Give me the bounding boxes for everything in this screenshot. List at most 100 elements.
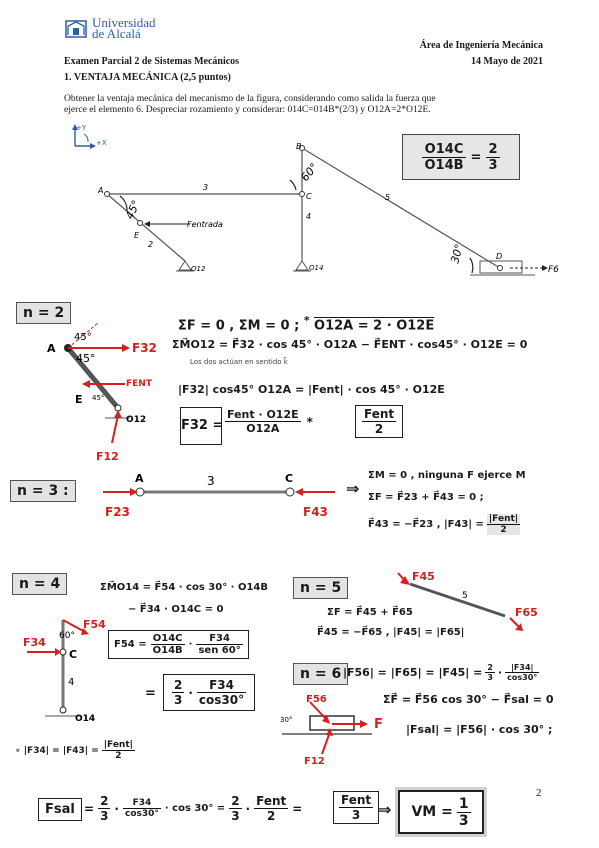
n2-f32-num: Fent · O12E — [225, 408, 301, 422]
n6-free-body-diagram: F56 F12 F 30° — [280, 694, 383, 766]
n6-eq1-c-num: 2 — [485, 663, 495, 673]
final-c2-den: 3 — [231, 809, 240, 823]
label-n2: n = 2 — [16, 302, 72, 324]
n2-f32-arrow-icon — [122, 344, 130, 352]
label-o14: O14 — [309, 264, 323, 272]
label-link-4: 4 — [306, 212, 311, 221]
n6-eq1-f-num: |F34| — [505, 663, 540, 673]
n2-eq1: ΣF = 0 , ΣM = 0 ; * O12A = 2 · O12E — [178, 314, 434, 333]
label-f-entrada: Fentrada — [187, 220, 223, 229]
question-title: 1. VENTAJA MECÁNICA (2,5 puntos) — [64, 72, 231, 83]
label-e: E — [134, 231, 140, 240]
final-f2-num: Fent — [254, 794, 289, 809]
n6-eq3: |Fsal| = |F56| · cos 30° ; — [406, 723, 553, 736]
n2-angle-45b: 45° — [76, 352, 96, 365]
n3-f43-arrow-icon — [295, 488, 303, 496]
mechanism-figure: +Y +X A B C D E O12 O14 2 3 4 5 45° 60° … — [72, 124, 559, 276]
n2-f32-res-den: 2 — [374, 422, 384, 436]
n4-f54-f-num: F34 — [196, 678, 247, 693]
n6-f12-arrow-icon — [326, 728, 333, 736]
university-line2: de Alcalá — [92, 26, 141, 41]
n2-angle-45a: 45° — [74, 332, 92, 343]
statement-line1: Obtener la ventaja mecánica del mecanism… — [64, 93, 436, 104]
final-f2-den: 2 — [267, 809, 276, 823]
label-angle-45: 45° — [123, 198, 143, 221]
n4-equals: = — [145, 686, 156, 701]
axis-x-label: +X — [96, 139, 107, 147]
final-r-den: 3 — [351, 808, 361, 822]
n4-f54-c-num: 2 — [172, 678, 185, 693]
link-5 — [301, 147, 501, 269]
label-n5: n = 5 — [293, 577, 349, 599]
final-r-num: Fent — [339, 793, 374, 808]
n3-eq3-num: |Fent| — [486, 514, 521, 525]
n6-f56-arrow-icon — [322, 715, 330, 724]
n6-angle-30: 30° — [280, 716, 292, 724]
n4-f34-arrow-icon — [55, 648, 61, 656]
n3-implies-arrow: ⇒ — [346, 479, 360, 498]
n4-note-text: ∘ |F34| = |F43| = — [15, 745, 99, 756]
n4-joint-o14 — [59, 706, 67, 714]
n4-angle-60: 60° — [59, 631, 75, 641]
n4-note-num: |Fent| — [101, 740, 135, 751]
label-link-5: 5 — [385, 193, 390, 202]
ground-o14-icon — [293, 260, 311, 272]
n4-label-f34: F34 — [23, 636, 46, 649]
n2-eq1-rel: O12A = 2 · O12E — [314, 318, 435, 334]
angle-arc-60 — [289, 179, 297, 191]
label-link-2: 2 — [148, 240, 153, 249]
n3-label-a: A — [135, 472, 144, 485]
n6-eq1-f-den: cos30° — [507, 673, 538, 682]
n2-eq3: |F32| cos45° O12A = |Fent| · cos 45° · O… — [178, 383, 445, 396]
label-d: D — [496, 252, 502, 261]
final-cosmul: · cos 30° = — [164, 803, 226, 814]
n2-f12-arrow-icon — [114, 410, 122, 418]
n6-label-f56: F56 — [306, 694, 327, 705]
n3-label-f43: F43 — [303, 505, 328, 519]
final-fsal-box: Fsal — [38, 798, 82, 821]
angle-arc-45 — [119, 195, 128, 212]
n2-angle-45c: 45° — [92, 394, 104, 402]
joint-c — [299, 191, 305, 197]
n4-f54-f-den: cos30° — [198, 693, 245, 707]
n4-label-c: C — [69, 648, 77, 661]
n2-eq1-text: ΣF = 0 , ΣM = 0 ; — [178, 318, 300, 334]
n3-eq3: F⃗43 = −F⃗23 , |F43| = |Fent|2 — [368, 514, 521, 535]
ratio-den: O14B — [424, 157, 464, 173]
final-f-den: cos30° — [124, 809, 159, 819]
n4-eq1: ΣM⃗O14 = F⃗54 · cos 30° · O14B — [100, 582, 268, 593]
n5-f65-arrow-icon — [515, 623, 523, 631]
n4-f54-d2: sen 60° — [198, 645, 241, 656]
n4-f54-n1: O14C — [150, 633, 185, 645]
n2-f32-den: O12A — [246, 422, 280, 435]
axes-icon — [72, 124, 96, 149]
label-c: C — [306, 192, 312, 201]
angle-arc-30 — [469, 257, 474, 274]
ratio-val-den: 3 — [488, 157, 498, 173]
n2-label-a: A — [47, 342, 56, 355]
final-eq-sign: = — [84, 801, 95, 816]
ratio-num: O14C — [422, 142, 466, 158]
n2-label-o12: O12 — [126, 415, 146, 425]
n4-note: ∘ |F34| = |F43| = |Fent|2 — [15, 740, 135, 761]
n5-label-f45: F45 — [412, 570, 435, 583]
n4-eq1b: − F⃗34 · O14C = 0 — [128, 604, 224, 615]
final-vm-num: 1 — [456, 795, 471, 813]
joint-b — [299, 145, 305, 151]
label-n3: n = 3 : — [10, 480, 76, 502]
university-name: Universidad de Alcalá — [92, 16, 156, 41]
ground-o12-icon — [176, 260, 194, 272]
university-logo — [64, 17, 88, 39]
n4-f54-arrow-icon — [81, 628, 89, 635]
n4-f54-d1: O14B — [152, 645, 183, 656]
n5-label-5: 5 — [462, 591, 468, 601]
n2-free-body-diagram: A E O12 45° 45° 45° F32 FENT F12 — [47, 322, 157, 463]
final-vm-label: VM = — [411, 804, 453, 820]
final-implies-arrow: ⇒ — [378, 800, 392, 819]
joint-d — [497, 265, 503, 271]
joint-e — [137, 220, 143, 226]
